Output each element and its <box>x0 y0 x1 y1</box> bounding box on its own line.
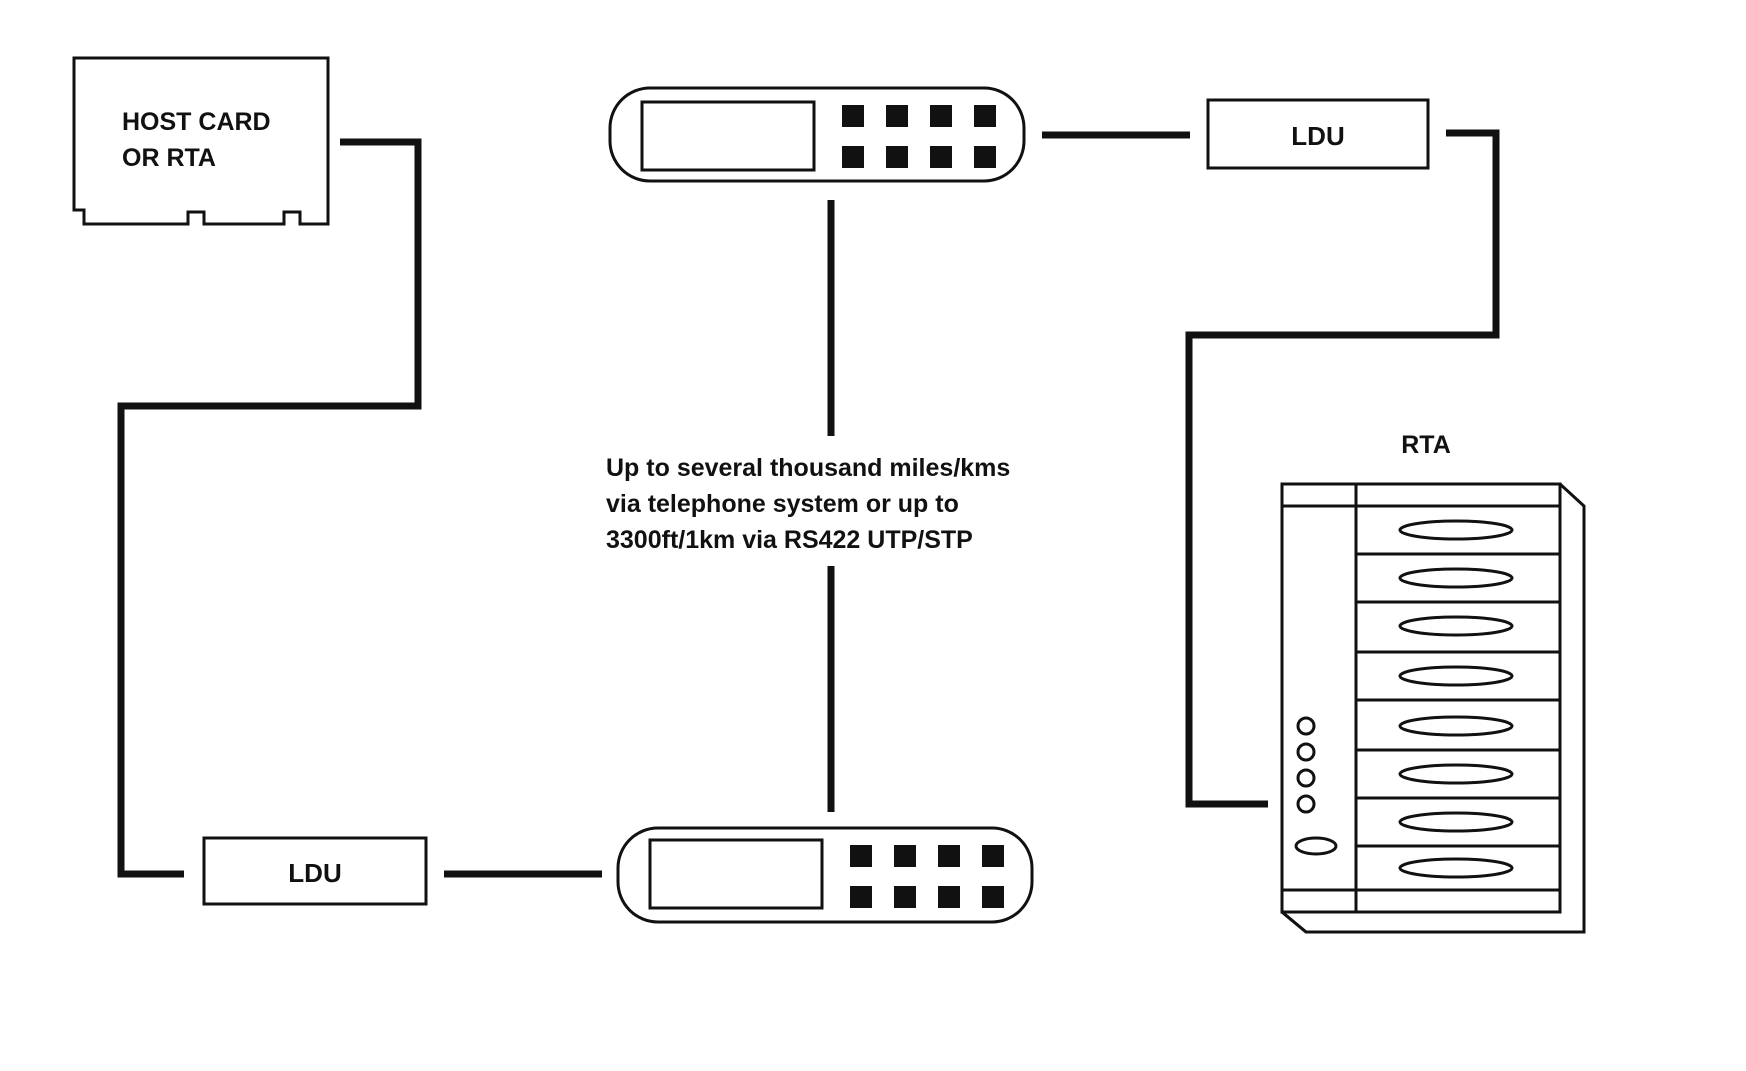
link-note: Up to several thousand miles/kms via tel… <box>606 454 1010 554</box>
modem-bottom-buttons <box>850 845 1004 908</box>
ldu-bottom: LDU <box>202 836 428 906</box>
link-note-line3: 3300ft/1km via RS422 UTP/STP <box>606 526 973 554</box>
link-note-line1: Up to several thousand miles/kms <box>606 454 1010 482</box>
host-card-label-line2: OR RTA <box>122 144 216 172</box>
link-note-line2: via telephone system or up to <box>606 490 959 518</box>
cable-ldu-top-to-rta <box>1185 129 1500 808</box>
host-card-label-line1: HOST CARD <box>122 108 271 136</box>
cable-host-to-ldu-bottom <box>117 138 422 878</box>
rta-label: RTA <box>1401 431 1451 459</box>
modem-top <box>608 86 1026 183</box>
rta-slot-connectors <box>1398 519 1514 879</box>
ldu-top: LDU <box>1206 98 1430 170</box>
ldu-bottom-label: LDU <box>288 858 341 888</box>
rta-rack <box>1280 482 1586 934</box>
modem-top-buttons <box>842 105 996 168</box>
rta-indicator-leds <box>1294 716 1338 856</box>
modem-bottom <box>616 826 1034 924</box>
ldu-top-label: LDU <box>1291 121 1344 151</box>
host-card: HOST CARD OR RTA <box>72 56 330 226</box>
